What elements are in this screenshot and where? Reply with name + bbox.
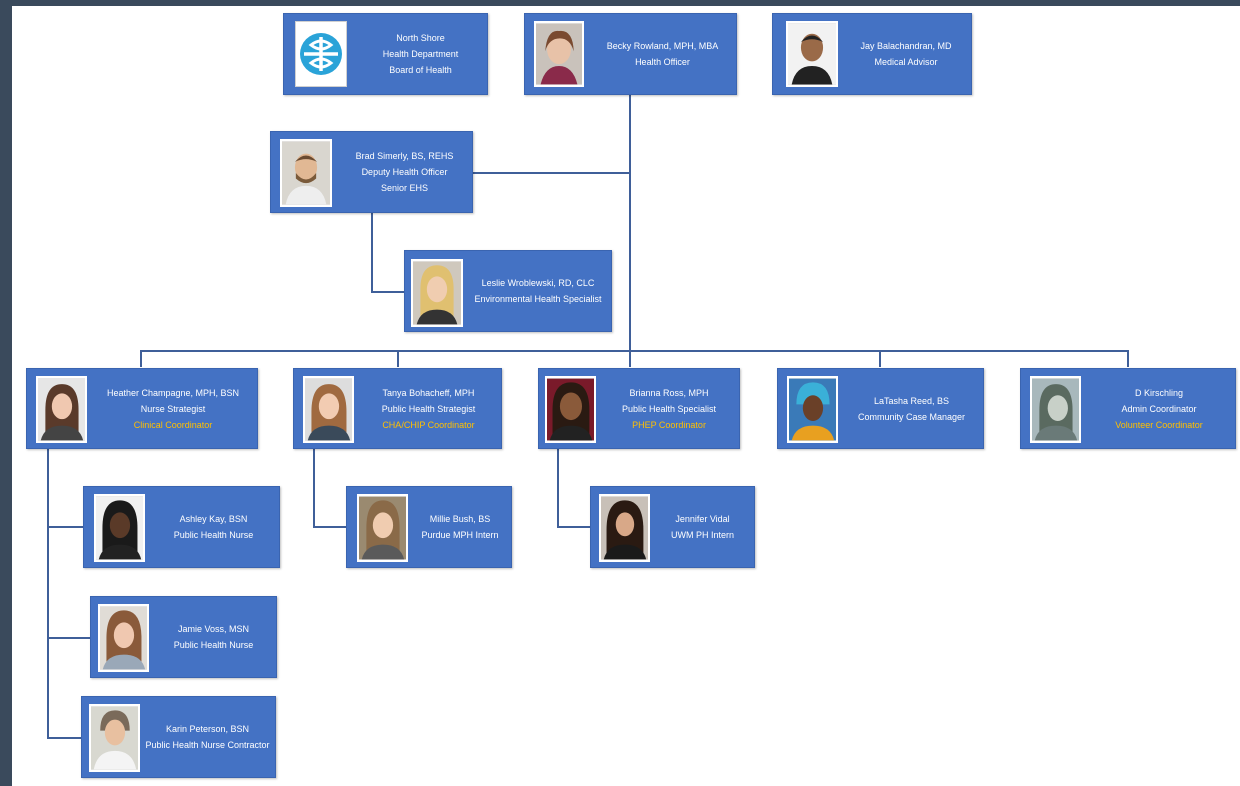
role-label: Clinical Coordinator: [133, 419, 213, 430]
name-label: Heather Champagne, MPH, BSN: [106, 387, 240, 398]
avatar: [545, 376, 596, 443]
name-label: D Kirschling: [1134, 387, 1183, 398]
board-line-2: Health Department: [382, 49, 459, 59]
role-label: CHA/CHIP Coordinator: [382, 419, 475, 430]
title-label: UWM PH Intern: [670, 530, 734, 540]
name-label: LaTasha Reed, BS: [873, 395, 950, 406]
connector-line: [557, 526, 590, 528]
title-label-2: Senior EHS: [380, 183, 429, 193]
avatar: [599, 494, 650, 562]
connector-line: [473, 172, 630, 174]
avatar: [89, 704, 140, 772]
name-label: Leslie Wroblewski, RD, CLC: [481, 278, 595, 288]
title-label: Public Health Nurse: [173, 640, 254, 650]
name-label: Jennifer Vidal: [675, 514, 730, 524]
connector-line: [557, 449, 559, 528]
title-label: Public Health Nurse Contractor: [145, 740, 270, 750]
environmental-health-specialist-card: Leslie Wroblewski, RD, CLC Environmental…: [404, 250, 612, 332]
title-label: Nurse Strategist: [140, 403, 206, 414]
title-label: Public Health Nurse: [173, 530, 254, 540]
connector-line: [371, 213, 373, 292]
community-case-manager-card: LaTasha Reed, BS Community Case Manager: [777, 368, 984, 449]
name-label: Jamie Voss, MSN: [177, 624, 250, 634]
title-label: Public Health Specialist: [621, 403, 717, 414]
connector-line: [397, 350, 399, 367]
board-line-1: North Shore: [396, 33, 445, 43]
public-health-nurse-contractor-card: Karin Peterson, BSN Public Health Nurse …: [81, 696, 276, 778]
board-of-health-card: North Shore Health Department Board of H…: [283, 13, 488, 95]
role-label: Volunteer Coordinator: [1115, 419, 1203, 430]
uwm-intern-card: Jennifer Vidal UWM PH Intern: [590, 486, 755, 568]
avatar: [94, 494, 145, 562]
connector-line: [47, 737, 81, 739]
connector-line: [47, 637, 90, 639]
connector-line: [629, 350, 631, 367]
connector-line: [629, 95, 631, 351]
north-shore-logo-icon: [295, 21, 347, 87]
purdue-intern-card: Millie Bush, BS Purdue MPH Intern: [346, 486, 512, 568]
name-label: Jay Balachandran, MD: [860, 41, 952, 51]
name-label: Brianna Ross, MPH: [629, 387, 709, 398]
title-label: Deputy Health Officer: [361, 167, 448, 177]
role-label: PHEP Coordinator: [632, 419, 706, 430]
nurse-strategist-card: Heather Champagne, MPH, BSN Nurse Strate…: [26, 368, 258, 449]
public-health-strategist-card: Tanya Bohacheff, MPH Public Health Strat…: [293, 368, 502, 449]
avatar: [36, 376, 87, 443]
connector-line: [47, 526, 83, 528]
north-shore-logo-icon: [300, 33, 342, 75]
connector-line: [879, 350, 881, 367]
title-label: Health Officer: [635, 57, 690, 67]
name-label: Brad Simerly, BS, REHS: [355, 151, 454, 161]
admin-coordinator-card: D Kirschling Admin Coordinator Volunteer…: [1020, 368, 1236, 449]
board-line-3: Board of Health: [389, 65, 452, 75]
title-label: Medical Advisor: [874, 57, 938, 67]
name-label: Tanya Bohacheff, MPH: [382, 387, 475, 398]
health-officer-card: Becky Rowland, MPH, MBA Health Officer: [524, 13, 737, 95]
avatar: [303, 376, 354, 443]
title-label: Community Case Manager: [857, 411, 966, 422]
avatar: [787, 376, 838, 443]
org-chart: North Shore Health Department Board of H…: [12, 6, 1240, 786]
avatar: [534, 21, 584, 87]
name-label: Ashley Kay, BSN: [179, 514, 248, 524]
public-health-specialist-card: Brianna Ross, MPH Public Health Speciali…: [538, 368, 740, 449]
title-label: Purdue MPH Intern: [421, 530, 499, 540]
medical-advisor-card: Jay Balachandran, MD Medical Advisor: [772, 13, 972, 95]
public-health-nurse-card: Ashley Kay, BSN Public Health Nurse: [83, 486, 280, 568]
title-label: Admin Coordinator: [1121, 403, 1197, 414]
avatar: [357, 494, 408, 562]
connector-line: [140, 350, 1129, 352]
avatar: [786, 21, 838, 87]
connector-line: [313, 449, 315, 528]
name-label: Karin Peterson, BSN: [165, 724, 250, 734]
connector-line: [140, 350, 142, 367]
name-label: Millie Bush, BS: [429, 514, 491, 524]
avatar: [98, 604, 149, 672]
title-label: Environmental Health Specialist: [474, 294, 602, 304]
name-label: Becky Rowland, MPH, MBA: [606, 41, 719, 51]
avatar: [411, 259, 463, 327]
connector-line: [47, 449, 49, 739]
deputy-health-officer-card: Brad Simerly, BS, REHS Deputy Health Off…: [270, 131, 473, 213]
public-health-nurse-card: Jamie Voss, MSN Public Health Nurse: [90, 596, 277, 678]
avatar: [1030, 376, 1081, 443]
connector-line: [371, 291, 405, 293]
title-label: Public Health Strategist: [381, 403, 476, 414]
connector-line: [1127, 350, 1129, 367]
avatar: [280, 139, 332, 207]
connector-line: [313, 526, 347, 528]
